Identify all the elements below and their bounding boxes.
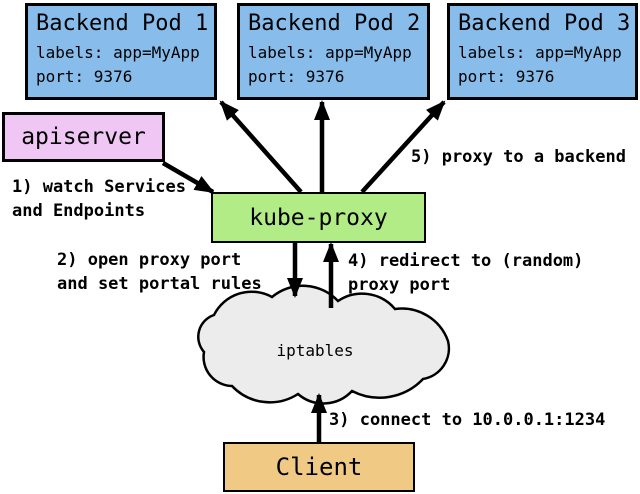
backend-pod-3-box: Backend Pod 3 labels: app=MyApp port: 93… [447, 3, 638, 100]
backend-pod-1-title: Backend Pod 1 [36, 11, 209, 36]
backend-pod-2-box: Backend Pod 2 labels: app=MyApp port: 93… [237, 3, 430, 100]
backend-pod-2-title: Backend Pod 2 [248, 11, 421, 36]
backend-pod-2-labels: labels: app=MyApp [248, 43, 412, 62]
apiserver-box: apiserver [2, 112, 165, 162]
backend-pod-1-labels: labels: app=MyApp [36, 43, 200, 62]
backend-pod-1-box: Backend Pod 1 labels: app=MyApp port: 93… [25, 3, 217, 100]
arrow-kubeproxy-to-pod1 [219, 100, 303, 194]
arrow-kubeproxy-to-pod3 [360, 100, 446, 194]
annotation-step-2-line-2: and set portal rules [57, 274, 262, 294]
annotation-step-2: 2) open proxy port and set portal rules [57, 248, 262, 296]
annotation-step-4: 4) redirect to (random) proxy port [348, 249, 583, 297]
annotation-step-4-line-1: 4) redirect to (random) [348, 251, 584, 271]
annotation-step-3: 3) connect to 10.0.0.1:1234 [329, 408, 605, 432]
annotation-step-5-line-1: 5) proxy to a backend [411, 147, 626, 167]
annotation-step-1-line-1: 1) watch Services [12, 177, 186, 197]
arrow-apiserver-to-kubeproxy [161, 161, 215, 194]
iptables-label: iptables [276, 341, 354, 360]
backend-pod-1-port: port: 9376 [36, 67, 133, 86]
backend-pod-2-port: port: 9376 [248, 67, 345, 86]
backend-pod-3-port: port: 9376 [458, 67, 555, 86]
backend-pod-3-labels: labels: app=MyApp [458, 43, 622, 62]
kube-proxy-box: kube-proxy [211, 192, 426, 243]
annotation-step-2-line-1: 2) open proxy port [57, 250, 242, 270]
iptables-cloud [197, 284, 451, 405]
client-box: Client [223, 442, 415, 492]
annotation-step-1-line-2: and Endpoints [12, 201, 146, 221]
annotation-step-1: 1) watch Services and Endpoints [12, 175, 186, 223]
annotation-step-3-line-1: 3) connect to 10.0.0.1:1234 [329, 410, 606, 430]
annotation-step-4-line-2: proxy port [348, 275, 451, 295]
backend-pod-3-title: Backend Pod 3 [458, 11, 631, 36]
annotation-step-5: 5) proxy to a backend [411, 145, 626, 169]
